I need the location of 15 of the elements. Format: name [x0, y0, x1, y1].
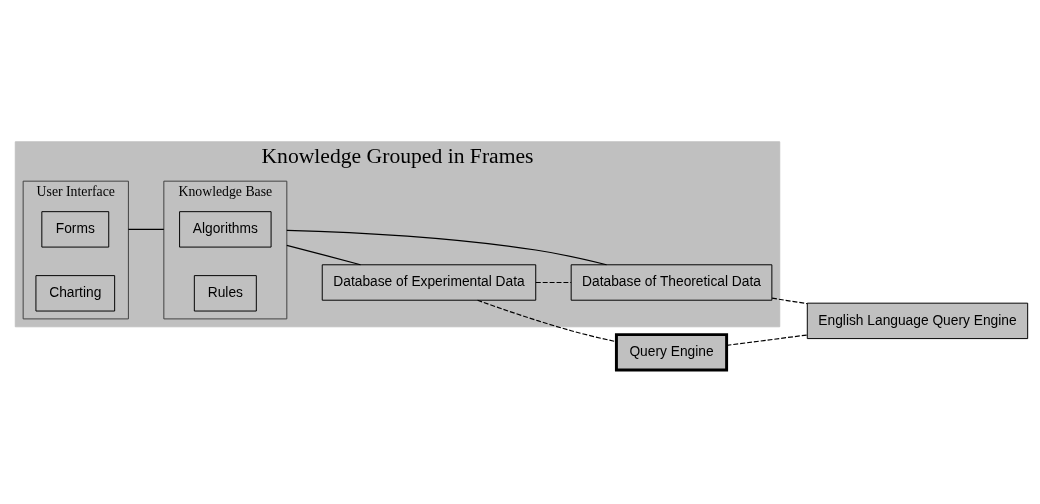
connector — [127, 228, 165, 230]
node-box: Rules — [193, 275, 257, 312]
connector — [477, 299, 617, 343]
node-box: English Language Query Engine — [806, 302, 1029, 340]
node-box: Database of Theoretical Data — [570, 264, 773, 301]
connector — [286, 229, 608, 266]
node-box: Forms — [41, 211, 110, 248]
node-box: Algorithms — [179, 211, 272, 248]
connector — [771, 297, 808, 305]
node-box: Charting — [35, 275, 116, 312]
node-box: Query Engine — [614, 333, 729, 372]
connector — [535, 281, 572, 284]
connector — [286, 244, 362, 266]
node-box: Database of Experimental Data — [321, 264, 537, 301]
connector — [726, 334, 808, 346]
